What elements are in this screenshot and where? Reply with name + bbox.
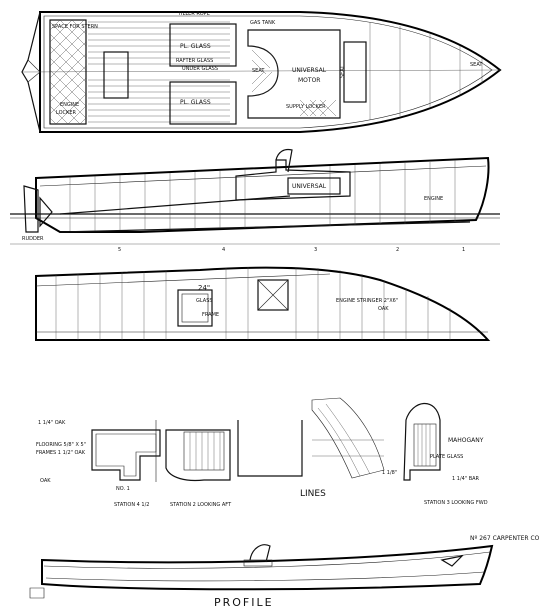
framing-clamp bbox=[35, 273, 331, 287]
plan-engine-crosshatch bbox=[251, 49, 273, 93]
plan-small-hatch bbox=[103, 51, 129, 99]
label-universal-2: MOTOR bbox=[298, 77, 320, 84]
framing-outline bbox=[35, 266, 491, 341]
profile-hull-outline bbox=[35, 156, 490, 233]
lines-waterlines bbox=[312, 403, 384, 477]
label-engine-stringer: ENGINE STRINGER 2"X6" bbox=[336, 298, 398, 304]
station-tick-5: 5 bbox=[118, 247, 121, 253]
label-gas-tank: GAS TANK bbox=[250, 20, 276, 26]
outboard-sheer-stripe bbox=[43, 551, 491, 569]
outboard-seat-back bbox=[249, 544, 271, 563]
station-tick-3: 3 bbox=[314, 247, 317, 253]
section-station-2 bbox=[165, 429, 231, 482]
label-pl-glass-1: PL. GLASS bbox=[180, 43, 211, 50]
framing-ribs bbox=[55, 267, 451, 340]
section-station-2-planks bbox=[189, 432, 221, 470]
label-oak-framing: OAK bbox=[378, 306, 389, 312]
label-mahogany: MAHOGANY bbox=[448, 437, 484, 444]
label-locker: LOCKER bbox=[56, 110, 76, 116]
station-tick-4: 4 bbox=[222, 247, 225, 253]
label-company: Nº 267 CARPENTER CO bbox=[470, 535, 540, 542]
lines-body-plan bbox=[311, 397, 385, 479]
section-station-45 bbox=[91, 429, 161, 481]
label-seat-3: SEAT bbox=[470, 62, 483, 68]
plan-rudder bbox=[27, 59, 41, 83]
label-under-glass: UNDER GLASS bbox=[182, 66, 218, 72]
profile-engine-housing bbox=[235, 159, 351, 201]
station-tick-2: 2 bbox=[396, 247, 399, 253]
plan-deck-beams bbox=[369, 22, 483, 120]
label-plate-glass: PLATE GLASS bbox=[430, 454, 463, 460]
label-pl-glass-2: PL. GLASS bbox=[180, 99, 211, 106]
label-profile-title: PROFILE bbox=[214, 596, 274, 609]
plan-glass-hatch-1 bbox=[169, 23, 237, 67]
profile-seat-back bbox=[275, 148, 293, 173]
label-sheer: 1 1/4" BAR bbox=[452, 476, 480, 482]
profile-frames bbox=[69, 160, 456, 231]
label-supply-locker: SUPPLY LOCKER bbox=[286, 104, 326, 110]
plan-hull-inner-outline bbox=[43, 15, 493, 129]
plan-forward-crosshatch bbox=[299, 99, 337, 117]
label-lines: LINES bbox=[300, 489, 326, 499]
label-frames: FRAMES 1 1/2" OAK bbox=[36, 450, 86, 456]
plan-forward-locker bbox=[343, 41, 367, 103]
framing-elevation: 24" GLASS FRAME ENGINE STRINGER 2"X6" OA… bbox=[35, 266, 491, 341]
profile-propeller bbox=[39, 196, 53, 228]
label-flooring: FLOORING 5/8" X 5" bbox=[36, 442, 86, 448]
label-space-for-stern: SPACE FOR STERN bbox=[52, 24, 98, 30]
sections-and-lines: 1 1/4" OAK FLOORING 5/8" X 5" FRAMES 1 1… bbox=[36, 397, 488, 508]
outboard-boot-top bbox=[45, 571, 485, 582]
plan-glass-hatch-2 bbox=[169, 81, 237, 125]
label-rudder-profile: RUDDER bbox=[22, 236, 44, 242]
label-station-3: STATION 3 LOOKING FWD bbox=[424, 500, 488, 506]
label-engine-plan: ENGINE bbox=[60, 102, 79, 108]
outboard-seat bbox=[243, 559, 273, 567]
label-seat-2: SEAT bbox=[340, 65, 346, 78]
profile-prop-shaft bbox=[59, 195, 291, 215]
station-tick-1: 1 bbox=[462, 247, 465, 253]
label-dim-24: 24" bbox=[198, 284, 210, 292]
framing-glass-frame bbox=[177, 289, 213, 327]
label-station-45: STATION 4 1/2 bbox=[114, 502, 149, 508]
label-frame-framing: FRAME bbox=[202, 312, 219, 318]
label-oak-note: 1 1/4" OAK bbox=[38, 420, 66, 426]
lines-box bbox=[237, 420, 303, 477]
label-station-2: STATION 2 LOOKING AFT bbox=[170, 502, 232, 508]
label-seat-1: SEAT bbox=[252, 68, 265, 74]
inboard-profile: 5 4 3 2 1 UNIVERSAL ENGINE RUDDER bbox=[10, 148, 500, 253]
section-station-2-box bbox=[183, 431, 225, 471]
profile-keel bbox=[59, 221, 471, 233]
section-station-3 bbox=[403, 402, 441, 481]
plan-floor-planks bbox=[88, 21, 230, 123]
label-tiller-rope: TILLER ROPE bbox=[177, 11, 210, 17]
label-oak-2: OAK bbox=[40, 478, 51, 484]
profile-rudder bbox=[23, 185, 39, 233]
framing-hatch bbox=[257, 279, 289, 311]
outboard-hull bbox=[41, 544, 494, 591]
plan-view: TILLER ROPE GAS TANK SPACE FOR STERN PL.… bbox=[21, 11, 502, 133]
outboard-bow-emblem bbox=[440, 555, 464, 567]
label-universal-profile: UNIVERSAL bbox=[292, 183, 327, 190]
label-dim-18: 1 1/8" bbox=[382, 470, 397, 476]
section-station-3-planks bbox=[417, 424, 431, 466]
outboard-rudder bbox=[29, 587, 45, 599]
section-station-3-seat bbox=[413, 423, 437, 467]
plan-centerline bbox=[21, 69, 501, 73]
label-glass-framing: GLASS bbox=[196, 298, 213, 304]
label-no-1: NO. 1 bbox=[116, 486, 130, 492]
framing-hatch-cross bbox=[257, 279, 289, 311]
profile-engine-block bbox=[287, 177, 341, 195]
label-engine-profile: ENGINE bbox=[424, 196, 443, 202]
outboard-profile: PROFILE Nº 267 CARPENTER CO bbox=[29, 535, 540, 609]
label-universal-1: UNIVERSAL bbox=[292, 67, 327, 74]
framing-glass-inner bbox=[181, 293, 209, 323]
profile-sheer-inner bbox=[39, 165, 487, 187]
label-rafter-glass: RAFTER GLASS bbox=[176, 58, 213, 64]
plan-engine-curve bbox=[247, 45, 279, 97]
plan-stern-crosshatch bbox=[49, 19, 87, 125]
